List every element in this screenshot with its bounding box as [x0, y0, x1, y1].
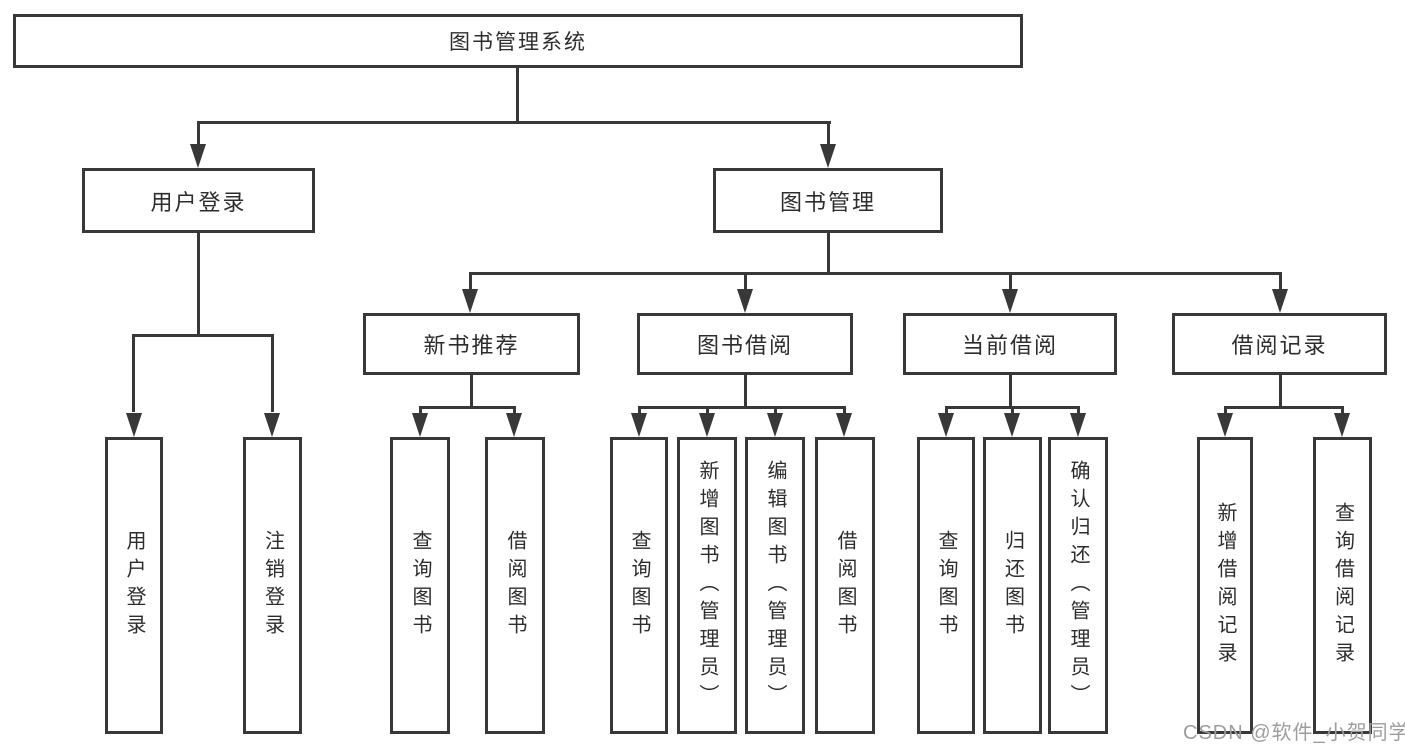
leaf-record-query-label: 查询借阅记录: [1331, 501, 1354, 670]
leaf-borrow-edit-book-label: 编辑图书（管理员）: [764, 459, 786, 712]
connector-vline: [774, 406, 777, 415]
node-user-login-label: 用户登录: [150, 189, 247, 215]
leaf-current-return-book-label: 归还图书: [1001, 529, 1024, 642]
node-root-label: 图书管理系统: [449, 31, 587, 54]
arrowhead-down-icon: [836, 413, 852, 437]
connector-vline: [843, 406, 846, 415]
connector-vline: [945, 406, 948, 415]
connector-vline: [1077, 406, 1080, 415]
arrowhead-down-icon: [820, 144, 836, 168]
arrowhead-down-icon: [462, 289, 478, 313]
connector-vline: [827, 121, 830, 147]
arrowhead-down-icon: [264, 413, 280, 437]
node-new-book-recommend: 新书推荐: [363, 313, 580, 375]
arrowhead-down-icon: [1217, 413, 1233, 437]
node-book-borrow-label: 图书借阅: [696, 333, 793, 358]
node-book-management-label: 图书管理: [779, 189, 876, 215]
arrowhead-down-icon: [737, 289, 753, 313]
leaf-borrow-edit-book: 编辑图书（管理员）: [745, 437, 805, 734]
node-root: 图书管理系统: [13, 14, 1023, 68]
connector-vline: [516, 68, 519, 123]
arrowhead-down-icon: [1002, 289, 1018, 313]
leaf-record-query: 查询借阅记录: [1313, 437, 1372, 734]
connector-vline: [469, 272, 472, 292]
leaf-recommend-query-book-label: 查询图书: [409, 529, 431, 642]
leaf-borrow-add-book-label: 新增图书（管理员）: [696, 459, 718, 712]
leaf-borrow-borrow-book-label: 借阅图书: [834, 529, 856, 642]
arrowhead-down-icon: [126, 413, 142, 437]
connector-hline: [1224, 406, 1344, 409]
arrowhead-down-icon: [506, 413, 522, 437]
connector-vline: [1341, 406, 1344, 415]
leaf-recommend-borrow-book: 借阅图书: [485, 437, 545, 734]
connector-vline: [1009, 272, 1012, 292]
leaf-current-return-book: 归还图书: [983, 437, 1042, 734]
arrowhead-down-icon: [631, 413, 647, 437]
arrowhead-down-icon: [1070, 413, 1086, 437]
connector-vline: [197, 233, 200, 336]
leaf-current-confirm-return: 确认归还（管理员）: [1048, 437, 1108, 734]
leaf-recommend-query-book: 查询图书: [390, 437, 450, 734]
node-new-book-recommend-label: 新书推荐: [423, 333, 520, 358]
leaf-borrow-query-book-label: 查询图书: [628, 529, 650, 642]
leaf-user-login-label: 用户登录: [123, 529, 145, 642]
leaf-borrow-add-book: 新增图书（管理员）: [677, 437, 737, 734]
arrowhead-down-icon: [938, 413, 954, 437]
connector-vline: [744, 272, 747, 292]
node-book-management: 图书管理: [713, 168, 943, 233]
arrowhead-down-icon: [767, 413, 783, 437]
connector-hline: [469, 272, 1282, 275]
connector-vline: [1279, 272, 1282, 292]
node-book-borrow: 图书借阅: [637, 313, 853, 375]
connector-vline: [1279, 375, 1282, 408]
connector-vline: [1224, 406, 1227, 415]
node-user-login: 用户登录: [82, 168, 315, 233]
connector-vline: [470, 375, 473, 408]
csdn-watermark: CSDN @软件_小贺同学: [1183, 722, 1405, 744]
node-borrow-record: 借阅记录: [1172, 313, 1387, 375]
leaf-borrow-query-book: 查询图书: [610, 437, 668, 734]
connector-vline: [132, 334, 135, 412]
connector-vline: [638, 406, 641, 415]
connector-vline: [513, 406, 516, 415]
leaf-current-confirm-return-label: 确认归还（管理员）: [1067, 459, 1089, 712]
connector-vline: [419, 406, 422, 415]
connector-vline: [706, 406, 709, 415]
leaf-current-query-book: 查询图书: [917, 437, 975, 734]
leaf-record-add-label: 新增借阅记录: [1214, 501, 1236, 670]
node-current-borrow: 当前借阅: [903, 313, 1117, 375]
connector-hline: [419, 406, 516, 409]
connector-vline: [827, 233, 830, 275]
leaf-recommend-borrow-book-label: 借阅图书: [504, 529, 526, 642]
leaf-logout-label: 注销登录: [261, 529, 284, 642]
node-borrow-record-label: 借阅记录: [1231, 333, 1328, 358]
node-current-borrow-label: 当前借阅: [961, 333, 1058, 358]
connector-vline: [1011, 406, 1014, 415]
connector-hline: [132, 334, 274, 337]
leaf-borrow-borrow-book: 借阅图书: [815, 437, 875, 734]
connector-vline: [271, 334, 274, 412]
connector-vline: [197, 121, 200, 147]
connector-vline: [744, 375, 747, 408]
leaf-current-query-book-label: 查询图书: [935, 529, 957, 642]
arrowhead-down-icon: [699, 413, 715, 437]
connector-hline: [638, 406, 845, 409]
leaf-user-login: 用户登录: [105, 437, 163, 734]
connector-vline: [1009, 375, 1012, 408]
leaf-logout: 注销登录: [243, 437, 302, 734]
arrowhead-down-icon: [1272, 289, 1288, 313]
arrowhead-down-icon: [1334, 413, 1350, 437]
arrowhead-down-icon: [1004, 413, 1020, 437]
arrowhead-down-icon: [412, 413, 428, 437]
leaf-record-add: 新增借阅记录: [1197, 437, 1253, 734]
connector-hline: [197, 121, 831, 124]
arrowhead-down-icon: [190, 144, 206, 168]
